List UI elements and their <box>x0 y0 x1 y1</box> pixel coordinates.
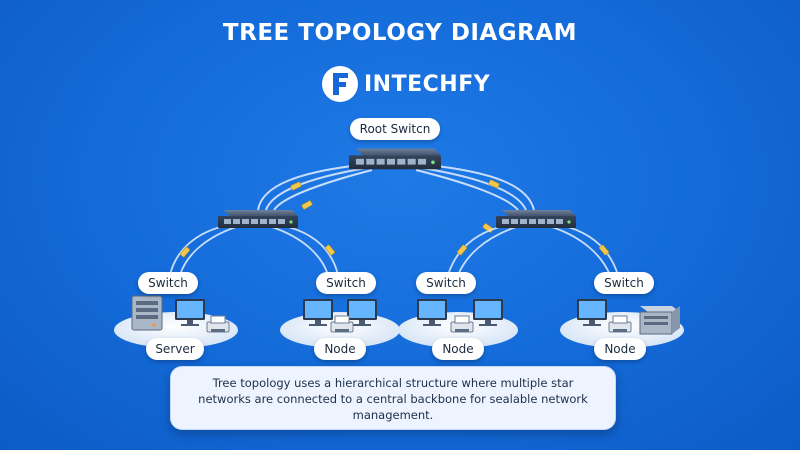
logo-f-icon <box>322 66 358 102</box>
server-icon <box>131 295 163 331</box>
server-label: Server <box>146 338 204 360</box>
brand-name: INTECHFY <box>364 71 491 97</box>
switch-label: Switch <box>138 272 198 294</box>
backbone-connectors <box>290 179 500 234</box>
root-switch-label: Root Switcn <box>350 118 440 140</box>
switch-label: Switch <box>594 272 654 294</box>
server-icon <box>639 306 680 335</box>
root-switch-icon <box>349 148 441 170</box>
switch-icon <box>218 210 298 228</box>
page-title: TREE TOPOLOGY DIAGRAM <box>222 20 578 46</box>
branch-cables <box>169 224 619 276</box>
switch-icon <box>496 210 576 228</box>
node-label: Node <box>432 338 484 360</box>
description-caption: Tree topology uses a hierarchical struct… <box>170 366 616 430</box>
node-label: Node <box>594 338 646 360</box>
backbone-cables <box>257 164 535 211</box>
switch-label: Switch <box>416 272 476 294</box>
switch-label: Switch <box>316 272 376 294</box>
branch-connectors <box>179 244 610 258</box>
brand-logo: INTECHFY <box>322 64 490 104</box>
node-label: Node <box>314 338 366 360</box>
